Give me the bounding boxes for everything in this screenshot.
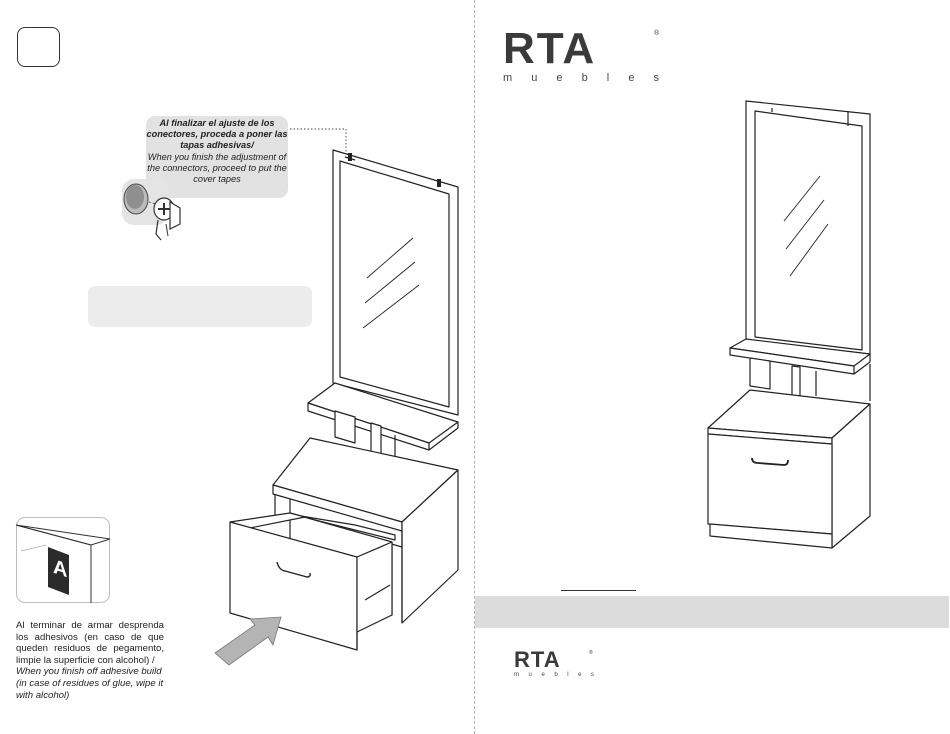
brand-name-small: RTA bbox=[514, 647, 561, 672]
note-placeholder-bar bbox=[88, 286, 312, 327]
final-note-en: When you finish off adhesive build (in c… bbox=[16, 666, 164, 701]
brand-name: RTA bbox=[503, 24, 597, 73]
tip-text-en: When you finish the adjustment of the co… bbox=[147, 151, 287, 185]
registered-mark: ® bbox=[654, 30, 660, 37]
sticker-letter: A bbox=[53, 555, 68, 583]
brand-logo-small: RTA ® m u e b l e s bbox=[514, 647, 594, 680]
sticker-illustration: A bbox=[15, 517, 111, 603]
fold-line bbox=[474, 0, 475, 734]
brand-subtitle: m u e b l e s bbox=[503, 72, 659, 84]
connector-cap-illustration bbox=[122, 179, 181, 241]
vanity-product-drawing bbox=[707, 100, 871, 549]
final-note: Al terminar de armar desprenda los adhes… bbox=[16, 620, 164, 701]
brand-subtitle-small: m u e b l e s bbox=[514, 672, 594, 678]
final-note-es: Al terminar de armar desprenda los adhes… bbox=[16, 620, 164, 666]
footer-band bbox=[475, 596, 949, 628]
vanity-assembly-drawing bbox=[214, 149, 459, 666]
step-number-box bbox=[17, 27, 60, 67]
tip-text-es: Al finalizar el ajuste de los conectores… bbox=[146, 118, 288, 151]
leader-line bbox=[290, 128, 347, 162]
label-underline bbox=[561, 590, 636, 591]
brand-logo-large: RTA ® m u e b l e s bbox=[503, 24, 660, 88]
tip-bubble: Al finalizar el ajuste de los conectores… bbox=[146, 116, 288, 198]
registered-mark-small: ® bbox=[589, 650, 593, 656]
left-page: Al finalizar el ajuste de los conectores… bbox=[15, 27, 459, 701]
